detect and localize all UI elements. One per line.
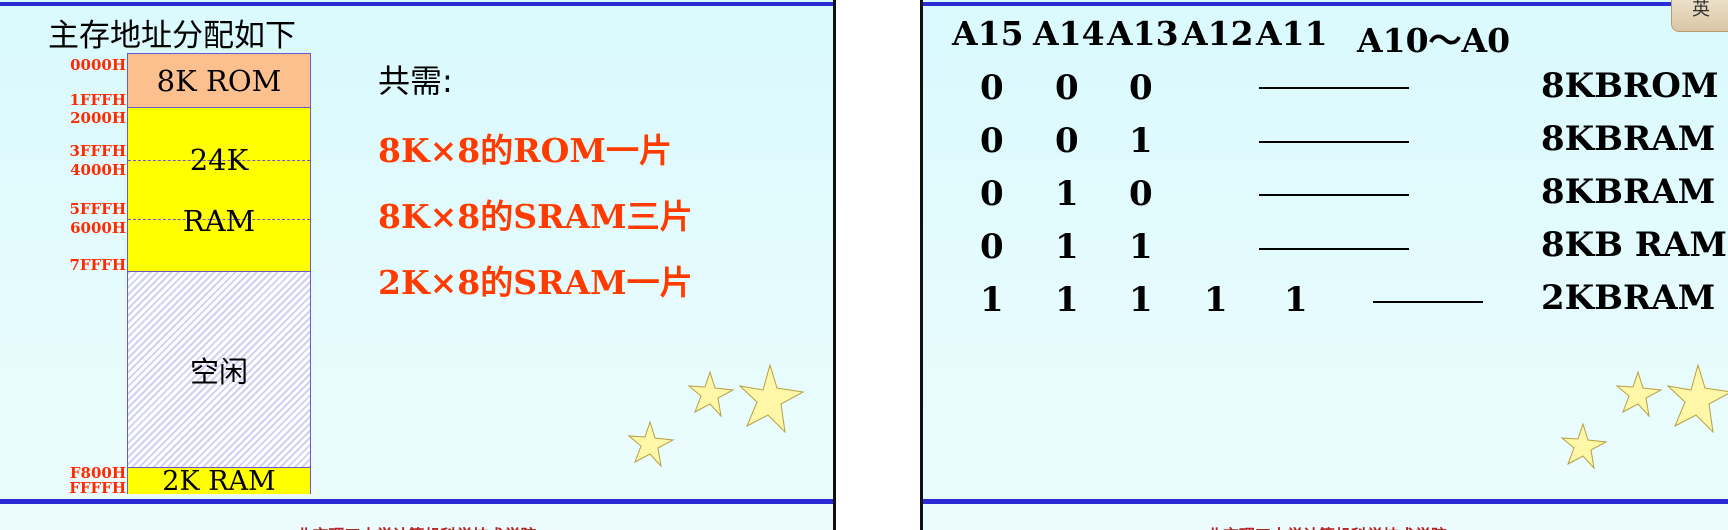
stars-decoration-icon	[1560, 363, 1728, 470]
slide-gap	[836, 0, 920, 530]
divider-dashed	[128, 219, 310, 220]
address-label: 6000H	[70, 219, 126, 237]
row-cell: 1	[980, 280, 1004, 320]
rom-label: 8K ROM	[156, 63, 282, 98]
address-label: 2000H	[70, 109, 126, 127]
header-a11: A11	[1256, 14, 1328, 53]
dash-line	[1259, 141, 1409, 143]
chip-item: 2K×8的SRAM一片	[378, 263, 693, 302]
memory-map: 8K ROM 24K RAM 空闲 2K RAM	[127, 53, 311, 497]
ram-label-bottom: RAM	[182, 204, 256, 238]
chip-item: 8K×8的SRAM三片	[378, 197, 693, 236]
row-cell: 1	[1284, 280, 1308, 320]
chip-item: 8K×8的ROM一片	[378, 131, 672, 170]
header-a10-a0: A10～A0	[1357, 21, 1511, 60]
bottom-accent-bar	[0, 499, 833, 504]
left-slide: 主存地址分配如下 0000H 1FFFH 2000H 3FFFH 4000H 5…	[0, 0, 836, 530]
row-cell: 0	[1055, 68, 1079, 108]
address-label: FFFFH	[69, 479, 126, 497]
row-cell: 1	[1129, 121, 1153, 161]
address-label: 7FFFH	[69, 256, 126, 274]
header-a15: A15	[952, 14, 1024, 53]
ram-block: 24K RAM	[128, 108, 310, 272]
need-label: 共需:	[378, 62, 453, 100]
row-result: 2KBRAM	[1541, 278, 1716, 318]
header-a13: A13	[1107, 14, 1179, 53]
header-a12: A12	[1182, 14, 1254, 53]
address-label: 5FFFH	[69, 200, 126, 218]
row-cell: 1	[1204, 280, 1228, 320]
row-cell: 1	[1055, 227, 1079, 267]
slide-title: 主存地址分配如下	[48, 18, 296, 54]
top-accent-bar	[0, 2, 833, 6]
dash-line	[1373, 301, 1483, 303]
row-cell: 1	[1129, 280, 1153, 320]
divider-dashed	[128, 160, 310, 161]
footer-text: 北京理工大学计算机科学技术学院	[0, 522, 833, 530]
header-a14: A14	[1033, 14, 1105, 53]
dash-line	[1259, 248, 1409, 250]
footer-text: 北京理工大学计算机科学技术学院	[923, 522, 1728, 530]
top-accent-bar	[923, 2, 1728, 6]
address-label: 4000H	[70, 161, 126, 179]
row-cell: 0	[1129, 174, 1153, 214]
dash-line	[1259, 87, 1409, 89]
row-result: 8KBRAM	[1541, 172, 1716, 212]
row-cell: 0	[1055, 121, 1079, 161]
ram-label-top: 24K	[189, 143, 249, 177]
address-label: 1FFFH	[69, 91, 126, 109]
row-cell: 0	[980, 227, 1004, 267]
row-cell: 1	[1055, 280, 1079, 320]
rom-block: 8K ROM	[128, 54, 310, 108]
row-cell: 1	[1055, 174, 1079, 214]
row-cell: 0	[980, 174, 1004, 214]
row-result: 8KBROM	[1541, 66, 1719, 106]
idle-block: 空闲	[128, 272, 310, 468]
small-ram-block: 2K RAM	[128, 465, 310, 497]
row-cell: 0	[980, 121, 1004, 161]
row-cell: 0	[1129, 68, 1153, 108]
address-label: F800H	[69, 464, 126, 482]
small-ram-label: 2K RAM	[162, 465, 276, 497]
row-result: 8KBRAM	[1541, 119, 1716, 159]
idle-label: 空闲	[189, 354, 248, 389]
ime-indicator[interactable]: 英	[1671, 0, 1728, 32]
row-cell: 0	[980, 68, 1004, 108]
dash-line	[1259, 194, 1409, 196]
address-label: 0000H	[70, 56, 126, 74]
stars-decoration-icon	[627, 363, 805, 468]
row-cell: 1	[1129, 227, 1153, 267]
right-slide: 英 A15 A14 A13 A12 A11 A10～A0 0 0 0 8KBRO…	[920, 0, 1728, 530]
address-label: 3FFFH	[69, 142, 126, 160]
bottom-accent-bar	[923, 499, 1728, 504]
row-result: 8KB RAM	[1541, 225, 1728, 265]
